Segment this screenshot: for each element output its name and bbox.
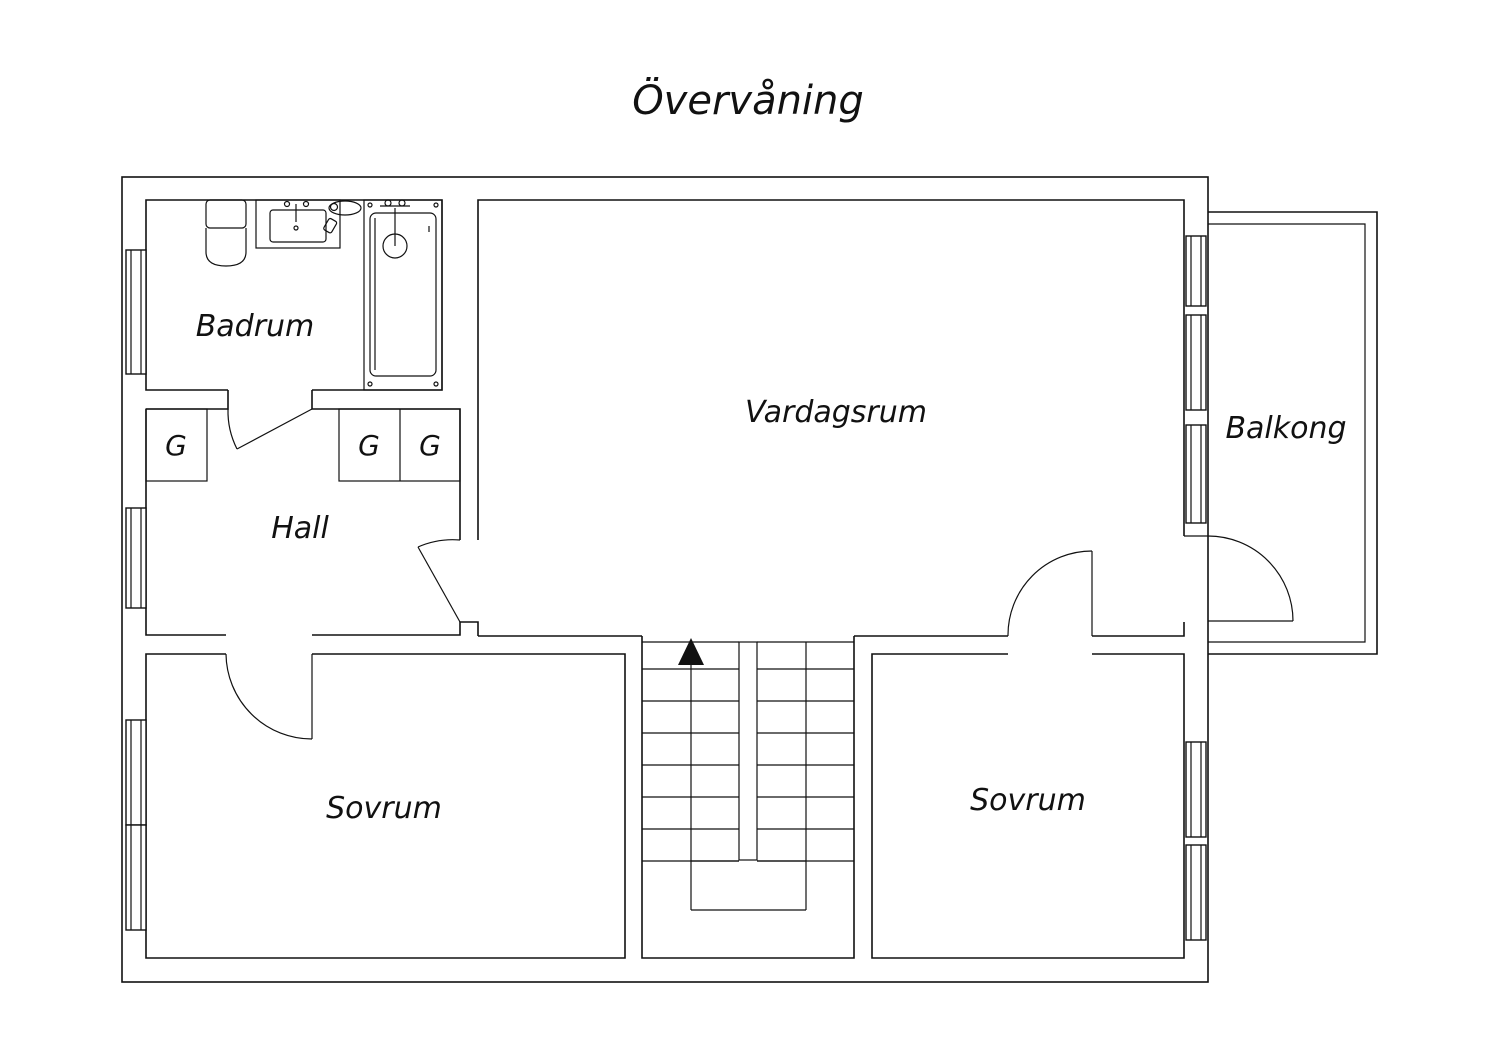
toilet-icon (205, 199, 247, 267)
door-bathroom[interactable] (227, 408, 313, 450)
bathtub-icon (363, 199, 443, 391)
balcony (1208, 211, 1378, 655)
room-label-balkong: Balkong (1225, 411, 1346, 446)
room-label-sovrum-right: Sovrum (970, 783, 1086, 818)
room-label-badrum: Badrum (196, 309, 315, 344)
plan-title: Övervåning (632, 76, 864, 124)
towel-holder-icon (323, 200, 362, 234)
outer-walls (121, 176, 1209, 983)
stair-direction-arrow-icon (678, 638, 704, 665)
room-label-sovrum-left: Sovrum (326, 791, 442, 826)
staircase (641, 636, 855, 959)
closet-label: G (419, 429, 441, 462)
door-bedroom-left[interactable] (225, 653, 313, 740)
room-label-hall: Hall (271, 511, 329, 546)
closet-label: G (358, 429, 380, 462)
door-balcony[interactable] (1184, 535, 1294, 622)
door-hall-living[interactable] (417, 539, 461, 623)
windows (125, 235, 1207, 941)
sink-icon (255, 199, 341, 249)
bedroom-right (871, 653, 1185, 959)
room-label-vardagsrum: Vardagsrum (745, 395, 927, 430)
living-room (477, 199, 1185, 637)
closet-label: G (165, 429, 187, 462)
door-bedroom-right[interactable] (1007, 550, 1093, 637)
closets (145, 408, 461, 482)
bedroom-left (145, 653, 626, 959)
